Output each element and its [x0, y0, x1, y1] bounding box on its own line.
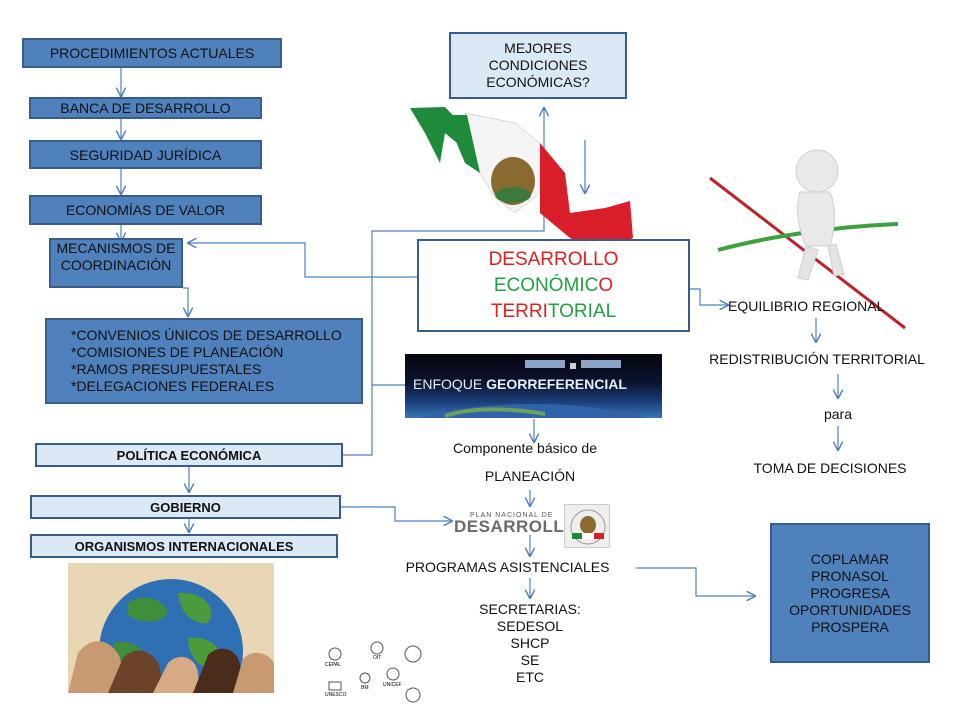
planeacion-text: PLANEACIÓN	[484, 468, 576, 484]
redistribucion-text: REDISTRIBUCIÓN TERRITORIAL	[709, 351, 925, 367]
question-box: MEJORES CONDICIONES ECONÓMICAS?	[449, 32, 627, 99]
globe-hands-image	[68, 563, 274, 693]
logo-unicef-label: UNICEF	[383, 682, 402, 688]
arrow-center-mecanismos	[188, 243, 424, 278]
procedimientos-label: PROCEDIMIENTOS ACTUALES	[49, 45, 255, 61]
title-line-2: ECONÓMICO	[494, 273, 613, 299]
politica-box: POLÍTICA ECONÓMICA	[35, 443, 343, 467]
organismos-box: ORGANISMOS INTERNACIONALES	[30, 534, 338, 558]
plan-logo-big: DESARROLLO	[454, 517, 578, 536]
organization-logos: CEPAL OIT BM UNICEF UNESCO	[323, 640, 433, 704]
toma-text: TOMA DE DECISIONES	[753, 460, 907, 476]
secretaria-item: SE	[520, 652, 540, 668]
instrumentos-box: *CONVENIOS ÚNICOS DE DESARROLLO *COMISIO…	[45, 318, 363, 404]
instrumento-item: *DELEGACIONES FEDERALES	[71, 378, 275, 394]
logos-drawing	[328, 641, 422, 703]
banca-label: BANCA DE DESARROLLO	[60, 100, 231, 116]
equilibrio-text: EQUILIBRIO REGIONAL	[728, 298, 885, 314]
para-text: para	[823, 406, 853, 422]
secretaria-item: SHCP	[510, 635, 550, 651]
secretaria-item: ETC	[516, 669, 544, 685]
arrow-gobierno-plan	[341, 506, 452, 521]
enfoque-banner: ENFOQUE GEORREFERENCIAL	[405, 354, 662, 418]
program-item: COPLAMAR	[810, 550, 890, 567]
title-o: O	[598, 274, 614, 296]
title-line-3: TERRITORIAL	[491, 299, 616, 325]
arrow-center-equilibrio	[690, 288, 728, 305]
logo-cepal-label: CEPAL	[325, 662, 342, 668]
programas-text: PROGRAMAS ASISTENCIALES	[405, 559, 610, 575]
program-item: PROGRESA	[810, 584, 890, 601]
procedimientos-box: PROCEDIMIENTOS ACTUALES	[22, 38, 282, 68]
seguridad-box: SEGURIDAD JURÍDICA	[29, 140, 262, 169]
componente-text: Componente básico de	[453, 440, 597, 456]
mexico-map-image	[405, 103, 635, 253]
secretaria-item: SECRETARIAS:	[479, 601, 581, 617]
center-title-box: DESARROLLO ECONÓMICO TERRITORIAL	[417, 239, 690, 332]
secretarias-list: SECRETARIAS: SEDESOL SHCP SE ETC	[460, 601, 600, 686]
title-terri: TERRI	[490, 300, 548, 322]
gobierno-box: GOBIERNO	[30, 495, 341, 519]
title-economic: ECONÓMIC	[493, 274, 599, 296]
seal-drawing	[570, 509, 606, 545]
logo-oit-label: OIT	[373, 655, 382, 661]
satellite-drawing	[417, 360, 649, 418]
mecanismos-label: MECANISMOS DE COORDINACIÓN	[56, 240, 176, 273]
plan-logo-small: PLAN NACIONAL DE	[470, 512, 554, 519]
question-label: MEJORES CONDICIONES ECONÓMICAS?	[486, 40, 590, 90]
plan-nacional-logo: PLAN NACIONAL DE DESARROLLO	[452, 504, 612, 548]
economias-box: ECONOMÍAS DE VALOR	[29, 195, 262, 225]
tightrope-drawing	[709, 149, 906, 330]
gobierno-label: GOBIERNO	[150, 499, 221, 515]
title-desarrollo: DESARROLLO	[488, 248, 619, 270]
program-item: PRONASOL	[811, 567, 889, 584]
politica-label: POLÍTICA ECONÓMICA	[116, 447, 262, 463]
title-line-1: DESARROLLO	[489, 247, 619, 273]
mexico-seal-icon	[564, 504, 610, 548]
enfoque-bold: GEORREFERENCIAL	[486, 376, 627, 392]
organismos-label: ORGANISMOS INTERNACIONALES	[74, 538, 294, 554]
programs-box: COPLAMAR PRONASOL PROGRESA OPORTUNIDADES…	[770, 523, 930, 663]
title-torial: TORIAL	[547, 300, 617, 322]
secretaria-item: SEDESOL	[496, 618, 564, 634]
enfoque-prefix: ENFOQUE	[413, 376, 487, 392]
instrumento-item: *COMISIONES DE PLANEACIÓN	[71, 344, 284, 360]
globe-hands-drawing	[68, 579, 274, 693]
banca-box: BANCA DE DESARROLLO	[29, 97, 262, 119]
enfoque-label: ENFOQUE GEORREFERENCIAL	[413, 376, 627, 392]
program-item: OPORTUNIDADES	[789, 601, 911, 618]
mecanismos-box: MECANISMOS DE COORDINACIÓN	[49, 238, 183, 288]
mexico-map-drawing	[410, 107, 633, 253]
instrumento-item: *CONVENIOS ÚNICOS DE DESARROLLO	[71, 327, 342, 343]
program-item: PROSPERA	[811, 618, 889, 635]
arrow-mecanismos-instrumentos	[183, 287, 188, 316]
logo-unesco-label: UNESCO	[325, 692, 347, 698]
instrumento-item: *RAMOS PRESUPUESTALES	[71, 361, 262, 377]
tightrope-figure-image	[700, 128, 915, 333]
logo-bm-label: BM	[361, 685, 369, 691]
seguridad-label: SEGURIDAD JURÍDICA	[69, 146, 222, 163]
arrow-programas-box	[636, 567, 755, 596]
economias-label: ECONOMÍAS DE VALOR	[65, 202, 226, 218]
